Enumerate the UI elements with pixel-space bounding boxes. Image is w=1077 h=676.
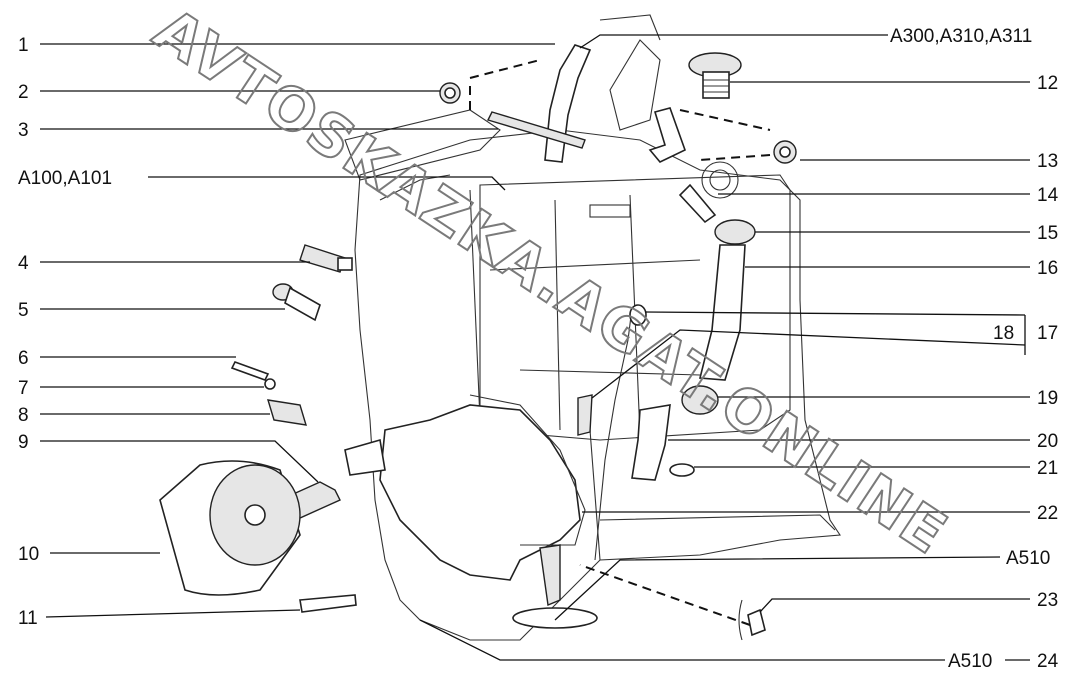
callout-20: 20 bbox=[1037, 431, 1058, 452]
callout-11: 11 bbox=[18, 608, 38, 629]
callout-3: 3 bbox=[18, 120, 29, 141]
part-2-clamp bbox=[439, 82, 461, 104]
part-4-sensor bbox=[299, 244, 353, 273]
dashed-references bbox=[469, 59, 771, 641]
callout-9: 9 bbox=[18, 432, 29, 453]
callout-a100-a101: A100,A101 bbox=[18, 168, 112, 189]
callout-15: 15 bbox=[1037, 223, 1058, 244]
part-10-oil-filter bbox=[159, 460, 301, 596]
part-oil-pickup bbox=[512, 544, 598, 629]
callout-7: 7 bbox=[18, 378, 29, 399]
callout-a300-a310-a311: A300,A310,A311 bbox=[890, 26, 1032, 47]
leader-lines bbox=[40, 34, 1030, 661]
callout-4: 4 bbox=[18, 253, 29, 274]
part-bracket bbox=[344, 438, 386, 476]
part-8-sensor bbox=[267, 399, 307, 426]
part-18-guide bbox=[577, 394, 593, 436]
part-12-oil-filler-cap bbox=[688, 52, 742, 99]
callout-a510-lower: A510 bbox=[948, 651, 992, 672]
callout-labels: 1 2 3 A100,A101 4 5 6 7 8 9 10 11 A300,A… bbox=[18, 26, 1059, 672]
callout-6: 6 bbox=[18, 348, 29, 369]
callout-22: 22 bbox=[1037, 503, 1058, 524]
part-11-bolt bbox=[299, 594, 357, 613]
part-23-bolt bbox=[747, 608, 766, 637]
part-3-strap bbox=[487, 111, 586, 149]
callout-19: 19 bbox=[1037, 388, 1058, 409]
part-17-dipstick bbox=[594, 307, 633, 561]
part-5-sensor bbox=[272, 283, 321, 322]
callout-5: 5 bbox=[18, 300, 29, 321]
callout-8: 8 bbox=[18, 405, 29, 426]
part-breather-hose bbox=[648, 107, 686, 163]
part-20-pipe bbox=[631, 404, 671, 481]
callout-24: 24 bbox=[1037, 651, 1059, 672]
callout-a510-upper: A510 bbox=[1006, 548, 1050, 569]
part-19-clamp bbox=[681, 385, 719, 415]
part-14-breather-pipe bbox=[678, 183, 717, 224]
part-22-gasket bbox=[469, 394, 586, 546]
callout-17: 17 bbox=[1037, 323, 1058, 344]
callout-1: 1 bbox=[18, 35, 29, 56]
callout-14: 14 bbox=[1037, 185, 1059, 206]
callout-23: 23 bbox=[1037, 590, 1058, 611]
callout-13: 13 bbox=[1037, 151, 1058, 172]
callout-16: 16 bbox=[1037, 258, 1058, 279]
part-15-clamp bbox=[714, 219, 756, 245]
part-17-dipstick-handle bbox=[629, 304, 647, 326]
part-13-clamp bbox=[773, 140, 797, 164]
callout-10: 10 bbox=[18, 544, 39, 565]
callout-2: 2 bbox=[18, 82, 29, 103]
callout-18: 18 bbox=[993, 323, 1014, 344]
part-22-oil-pump bbox=[379, 404, 581, 581]
part-7-washer bbox=[264, 378, 276, 390]
callout-21: 21 bbox=[1037, 458, 1058, 479]
part-6-bolt bbox=[230, 361, 270, 381]
callout-12: 12 bbox=[1037, 73, 1058, 94]
part-21-ring bbox=[669, 463, 695, 477]
